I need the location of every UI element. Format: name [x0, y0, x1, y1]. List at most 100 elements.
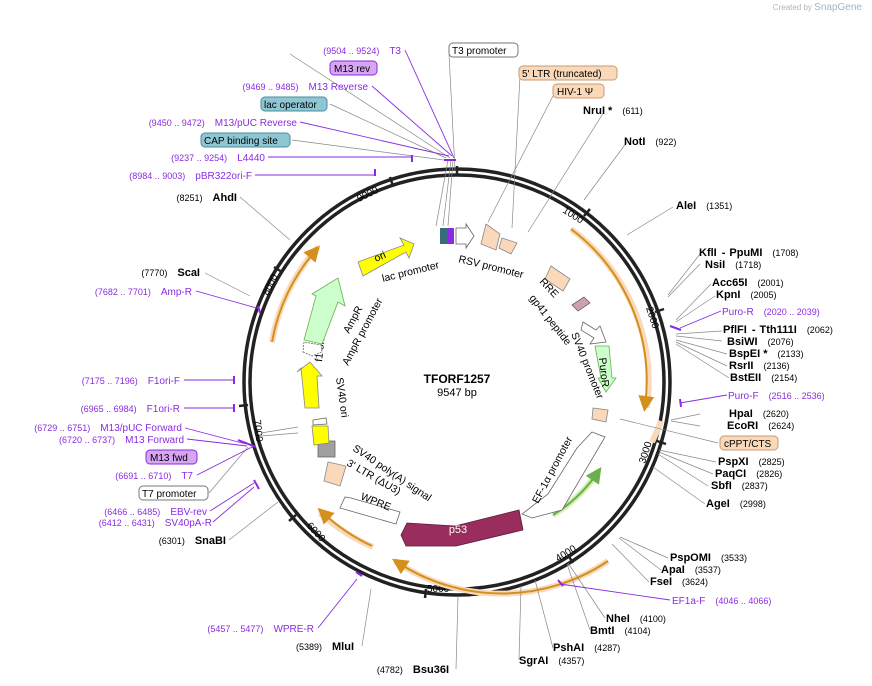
primer-lines — [184, 49, 728, 629]
svg-text:CAP binding site: CAP binding site — [204, 136, 278, 147]
orf-arrows — [271, 228, 655, 595]
enzyme-label[interactable]: (7770)ScaI — [141, 267, 200, 279]
primer-label[interactable]: (6466 .. 6485)EBV-rev — [104, 507, 207, 518]
plasmid-size: 9547 bp — [437, 387, 477, 399]
primer-label[interactable]: EF1a-F(4046 .. 4066) — [672, 596, 771, 607]
feature-ori: ori — [357, 237, 415, 277]
svg-text:HIV-1 Ψ: HIV-1 Ψ — [557, 87, 593, 98]
enzyme-label[interactable]: PshAI(4287) — [553, 642, 620, 654]
primer-marks — [233, 155, 682, 587]
primer-label[interactable]: Puro-R(2020 .. 2039) — [722, 307, 820, 318]
primer-label[interactable]: (6965 .. 6984)F1ori-R — [81, 404, 180, 415]
primer-label[interactable]: (6720 .. 6737)M13 Forward — [59, 435, 184, 446]
enzyme-label[interactable]: NsiI(1718) — [705, 259, 761, 271]
enzyme-label[interactable]: FseI(3624) — [650, 576, 708, 588]
lac-operator-box[interactable]: lac operator — [260, 96, 328, 112]
primer-label[interactable]: (9450 .. 9472)M13/pUC Reverse — [149, 118, 298, 129]
feature-orange-box-right — [591, 407, 609, 423]
enzyme-label[interactable]: PaqCI(2826) — [715, 468, 782, 480]
tick-label: 5000 — [427, 584, 450, 595]
enzyme-label[interactable]: PflFI-Tth111I(2062) — [723, 324, 833, 336]
primer-label[interactable]: (6729 .. 6751)M13/pUC Forward — [34, 423, 182, 434]
cppt-box[interactable]: cPPT/CTS — [719, 435, 779, 451]
feature-rre: RRE — [537, 265, 571, 300]
enzyme-label[interactable]: (8251)AhdI — [177, 192, 237, 204]
enzyme-label[interactable]: KflI-PpuMI(1708) — [699, 247, 798, 259]
tick-label: 9000 — [355, 185, 380, 205]
primer-label[interactable]: (7682 .. 7701)Amp-R — [95, 287, 192, 298]
t7-promoter-box[interactable]: T7 promoter — [138, 485, 209, 501]
enzyme-label[interactable]: NruI *(611) — [583, 105, 643, 117]
feature-wpre: WPRE — [339, 491, 401, 525]
svg-text:M13 rev: M13 rev — [334, 64, 370, 75]
boxed-labels: T3 promoter 5' LTR (truncated) HIV-1 Ψ M… — [138, 42, 779, 501]
hiv1-box[interactable]: HIV-1 Ψ — [552, 83, 605, 99]
primer-labels: (9504 .. 9524)T3 (9469 .. 9485)M13 Rever… — [34, 46, 824, 635]
enzyme-label[interactable]: BspEI *(2133) — [729, 348, 804, 360]
plasmid-name: TFORF1257 — [424, 372, 491, 386]
svg-text:T3 promoter: T3 promoter — [452, 46, 507, 57]
enzyme-label[interactable]: NotI(922) — [624, 136, 676, 148]
enzyme-label[interactable]: (6301)SnaBI — [159, 535, 226, 547]
enzyme-label[interactable]: BsiWI(2076) — [727, 336, 794, 348]
cap-binding-box[interactable]: CAP binding site — [200, 132, 291, 148]
feature-p53: p53 — [400, 509, 524, 547]
leader-lines — [204, 53, 730, 670]
enzyme-label[interactable]: HpaI(2620) — [729, 408, 789, 420]
primer-label[interactable]: (6412 .. 6431)SV40pA-R — [99, 518, 212, 529]
m13-rev-box[interactable]: M13 rev — [329, 60, 378, 76]
tick-labels: 1000 2000 3000 4000 5000 6000 7000 8000 … — [251, 185, 661, 595]
feature-ampr: AmpR AmpR promoter — [302, 277, 386, 367]
enzyme-label[interactable]: SgrAI(4357) — [519, 655, 584, 667]
lac-promoter-label: lac promoter — [381, 259, 441, 285]
enzyme-label[interactable]: AgeI(2998) — [706, 498, 766, 510]
svg-text:T7 promoter: T7 promoter — [142, 489, 197, 500]
primer-label[interactable]: (9469 .. 9485)M13 Reverse — [242, 82, 368, 93]
p53-label: p53 — [449, 524, 467, 536]
enzyme-label[interactable]: KpnI(2005) — [716, 289, 776, 301]
snapgene-watermark: Created by SnapGene — [773, 2, 862, 13]
svg-text:M13 fwd: M13 fwd — [150, 453, 188, 464]
enzyme-label[interactable]: BmtI(4104) — [590, 625, 650, 637]
t3-promoter-box[interactable]: T3 promoter — [448, 42, 519, 58]
ef1a-orf-arc — [551, 467, 602, 518]
primer-label[interactable]: (5457 .. 5477)WPRE-R — [207, 624, 314, 635]
enzyme-label[interactable]: SbfI(2837) — [711, 480, 768, 492]
enzyme-label[interactable]: PspOMI(3533) — [670, 552, 747, 564]
svg-text:cPPT/CTS: cPPT/CTS — [724, 439, 772, 450]
m13-fwd-box[interactable]: M13 fwd — [145, 449, 198, 465]
enzyme-label[interactable]: BstEII(2154) — [730, 372, 797, 384]
primer-label[interactable]: Puro-F(2516 .. 2536) — [728, 391, 825, 402]
gp41-label: gp41 peptide — [527, 292, 574, 347]
puror-label: PuroR — [596, 357, 611, 388]
svg-text:5' LTR (truncated): 5' LTR (truncated) — [522, 69, 602, 80]
svg-text:lac operator: lac operator — [264, 100, 317, 111]
enzyme-label[interactable]: ApaI(3537) — [661, 564, 721, 576]
enzyme-label[interactable]: (4782)Bsu36I — [377, 664, 449, 676]
primer-label[interactable]: (9504 .. 9524)T3 — [323, 46, 401, 57]
enzyme-label[interactable]: Acc65I(2001) — [712, 277, 784, 289]
sv40ori-label: SV40 ori — [333, 377, 350, 419]
enzyme-label[interactable]: NheI(4100) — [606, 613, 666, 625]
rsv-promoter-label: RSV promoter — [457, 253, 525, 281]
5-ltr-box[interactable]: 5' LTR (truncated) — [518, 65, 618, 81]
enzyme-label[interactable]: AleI(1351) — [676, 200, 732, 212]
enzyme-label[interactable]: (5389)MluI — [296, 641, 354, 653]
tick-label: 7000 — [251, 419, 264, 443]
feature-puror: PuroR — [594, 345, 617, 393]
feature-sv40-ori: SV40 ori — [311, 377, 351, 446]
enzyme-labels-left: (4782)Bsu36I (5389)MluI (6301)SnaBI (777… — [141, 192, 449, 676]
watermark-brand: SnapGene — [814, 2, 862, 13]
ori-label: ori — [372, 249, 388, 265]
enzyme-label[interactable]: EcoRI(2624) — [727, 420, 794, 432]
tick-marks — [238, 166, 667, 599]
primer-label[interactable]: (6691 .. 6710)T7 — [115, 471, 193, 482]
primer-label[interactable]: (9237 .. 9254)L4440 — [171, 153, 265, 164]
watermark-prefix: Created by — [772, 3, 812, 12]
primer-label[interactable]: (8984 .. 9003)pBR322ori-F — [129, 171, 252, 182]
primer-label[interactable]: (7175 .. 7196)F1ori-F — [82, 376, 180, 387]
enzyme-label[interactable]: PspXI(2825) — [718, 456, 785, 468]
enzyme-labels-right: NruI *(611) NotI(922) AleI(1351) KflI-Pp… — [519, 105, 833, 667]
enzyme-label[interactable]: RsrII(2136) — [729, 360, 789, 372]
